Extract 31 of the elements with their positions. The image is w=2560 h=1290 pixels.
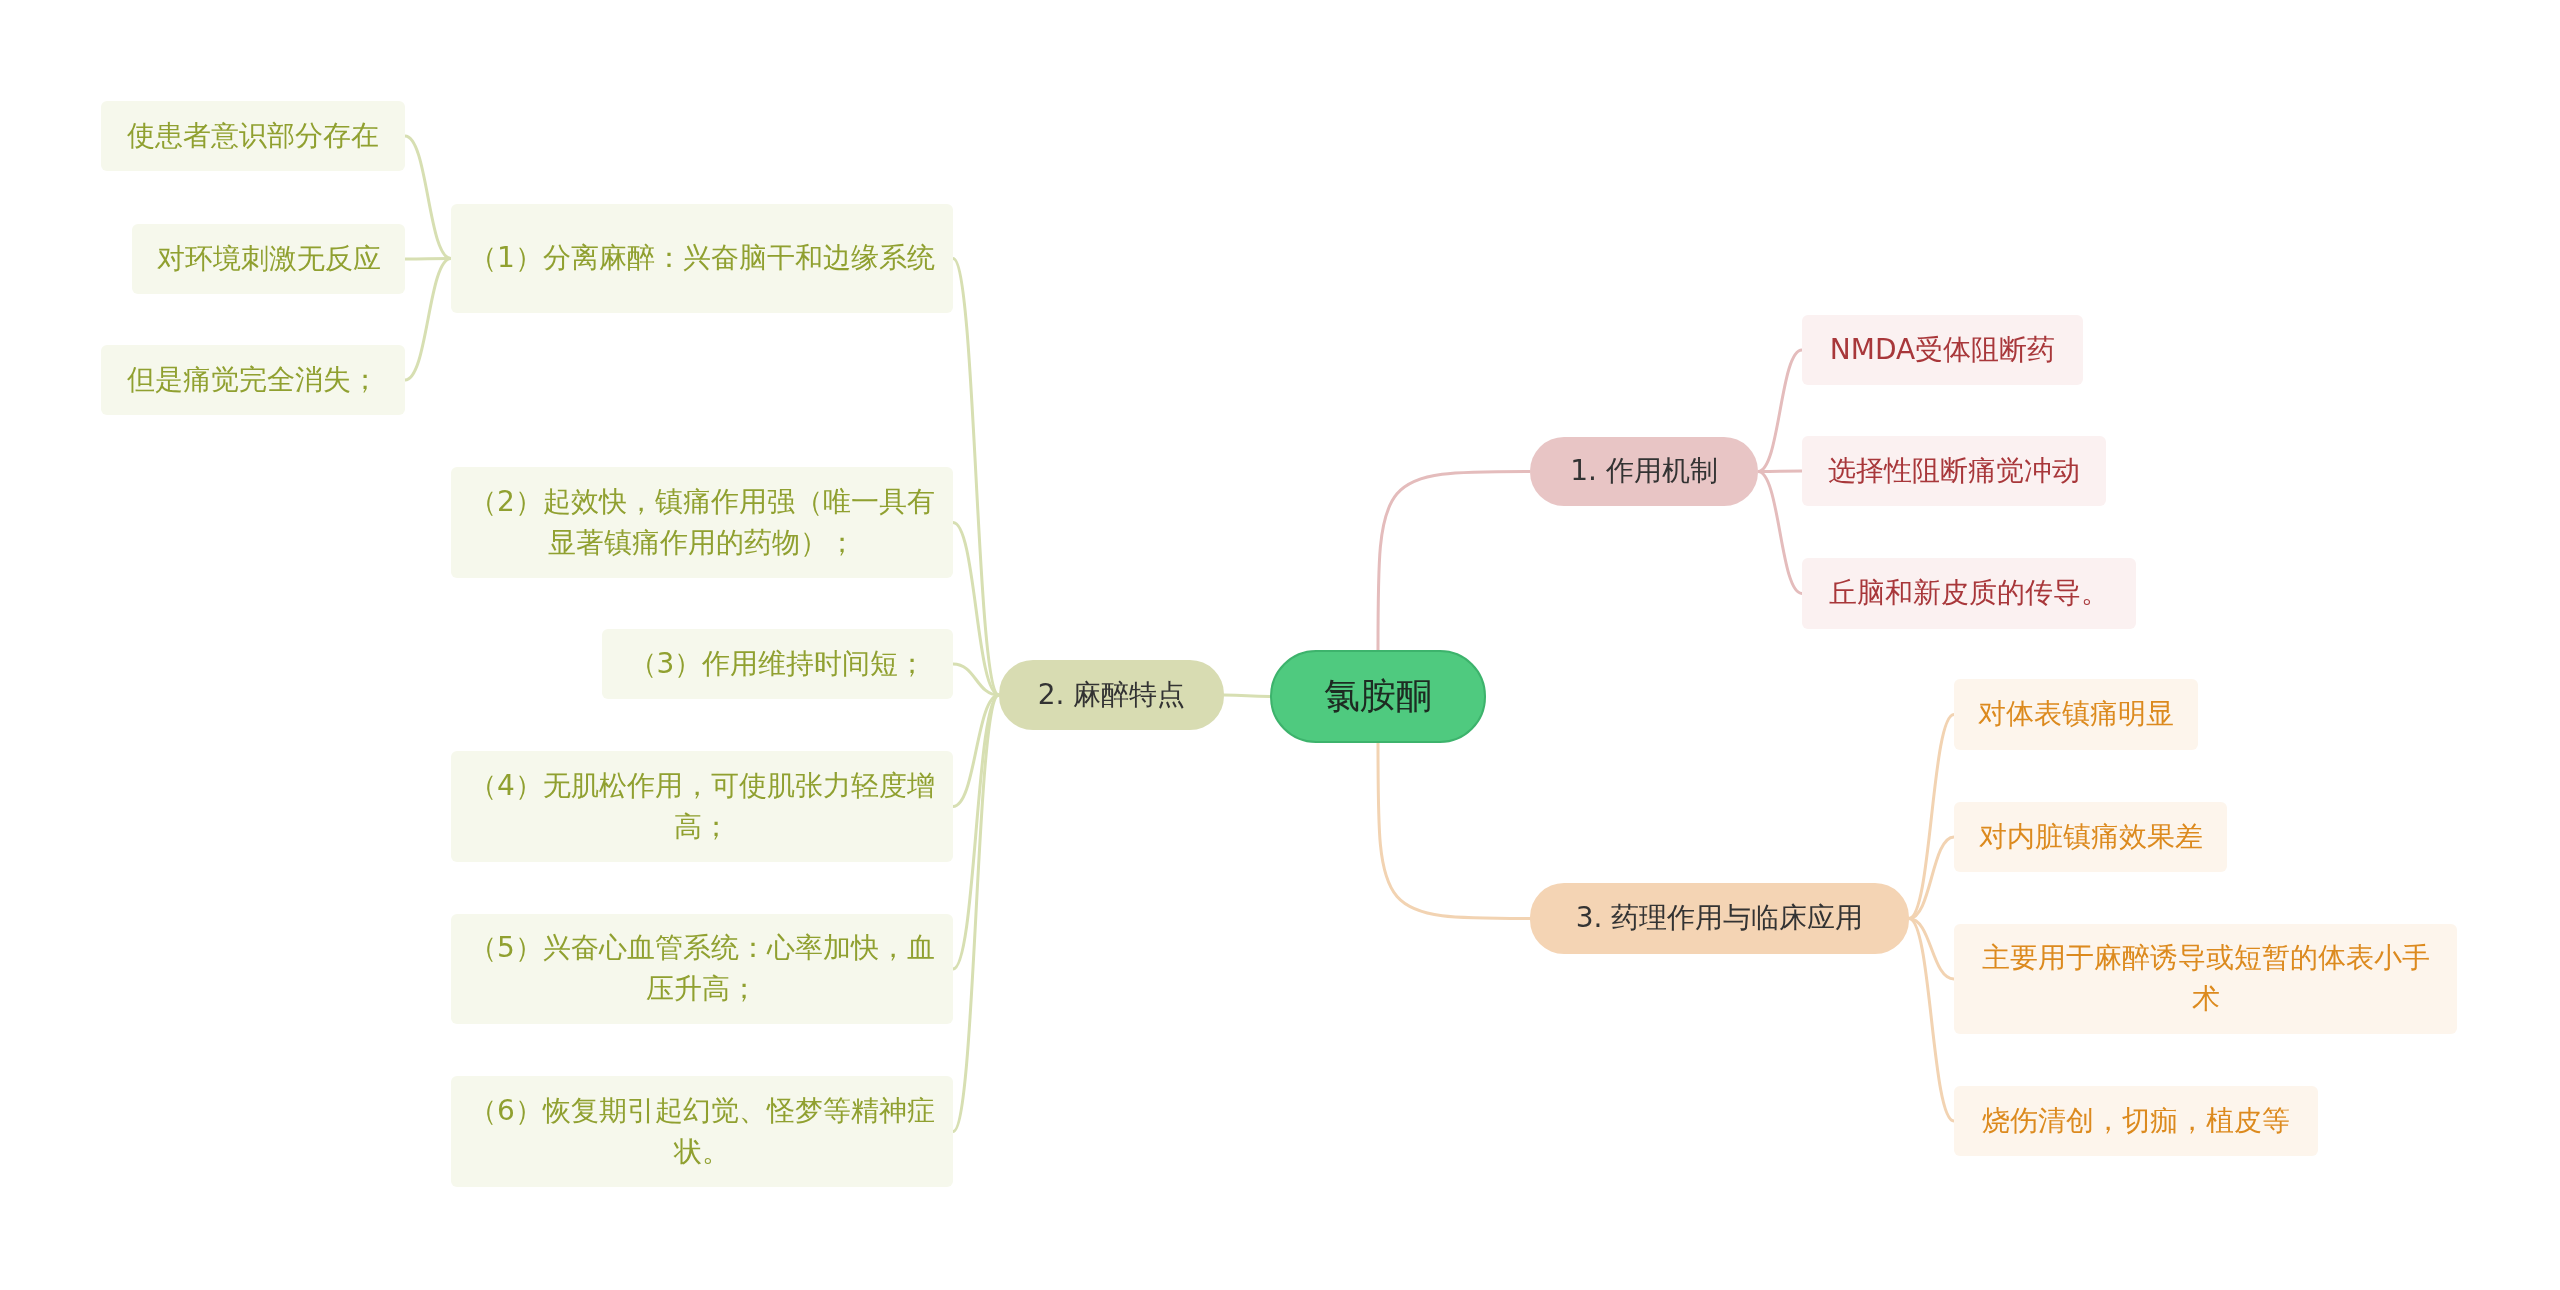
branch-topic: 2. 麻醉特点 xyxy=(999,660,1224,730)
subtopic-box: （1）分离麻醉：兴奋脑干和边缘系统 xyxy=(451,204,953,313)
connector-line xyxy=(1376,470,1530,650)
connector-line xyxy=(404,134,452,260)
connector-line xyxy=(1908,917,1955,981)
subtopic-box: 丘脑和新皮质的传导。 xyxy=(1802,558,2136,629)
subtopic-box: 对体表镇痛明显 xyxy=(1954,679,2198,750)
connector-line xyxy=(1757,348,1803,473)
subtopic-box: 主要用于麻醉诱导或短暂的体表小手术 xyxy=(1954,924,2457,1034)
subtopic-box: （6）恢复期引起幻觉、怪梦等精神症状。 xyxy=(451,1076,953,1187)
branch-topic: 3. 药理作用与临床应用 xyxy=(1530,883,1909,954)
central-topic: 氯胺酮 xyxy=(1270,650,1486,743)
subtopic-box: 但是痛觉完全消失； xyxy=(101,345,405,415)
connector-line xyxy=(951,694,1001,1133)
subtopic-box: 使患者意识部分存在 xyxy=(101,101,405,171)
subtopic-box: （5）兴奋心血管系统：心率加快，血压升高； xyxy=(451,914,953,1024)
subtopic-box: 对环境刺激无反应 xyxy=(132,224,405,294)
subtopic-box: 选择性阻断痛觉冲动 xyxy=(1802,436,2106,506)
subtopic-box: 对内脏镇痛效果差 xyxy=(1954,802,2227,872)
connector-line xyxy=(1376,743,1530,920)
connector-line xyxy=(1908,917,1955,1123)
connector-line xyxy=(404,257,452,382)
subtopic-box: （2）起效快，镇痛作用强（唯一具有显著镇痛作用的药物）； xyxy=(451,467,953,578)
subtopic-box: （4）无肌松作用，可使肌张力轻度增高； xyxy=(451,751,953,862)
subtopic-box: （3）作用维持时间短； xyxy=(602,629,953,699)
subtopic-box: NMDA受体阻断药 xyxy=(1802,315,2083,385)
branch-topic: 1. 作用机制 xyxy=(1530,437,1758,506)
connector-line xyxy=(1757,470,1803,595)
connector-line xyxy=(1224,693,1270,698)
connector-line xyxy=(1908,835,1955,920)
subtopic-box: 烧伤清创，切痂，植皮等 xyxy=(1954,1086,2318,1156)
